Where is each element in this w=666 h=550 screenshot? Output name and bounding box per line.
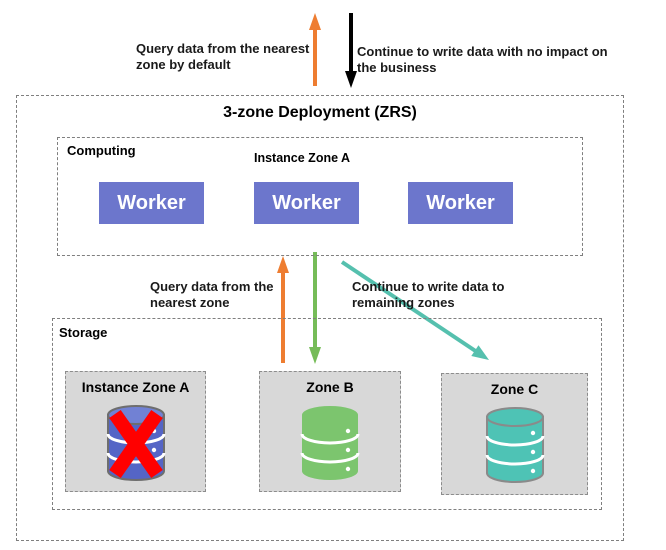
storage-box: Storage Instance Zone A: [52, 318, 602, 510]
storage-zone-c-card: Zone C: [441, 373, 588, 495]
annotation-query-nearest: Query data from the nearest zone: [150, 279, 274, 310]
storage-label: Storage: [59, 325, 108, 340]
storage-zone-a-card: Instance Zone A: [65, 371, 206, 492]
worker-node-3: Worker: [408, 182, 513, 224]
database-zone-b-icon: [300, 406, 360, 480]
storage-zone-a-label: Instance Zone A: [81, 379, 190, 395]
annotation-write-remaining: Continue to write data to remaining zone…: [352, 279, 505, 310]
computing-label: Computing: [67, 143, 136, 158]
annotation-query-default: Query data from the nearest zone by defa…: [136, 41, 310, 72]
deployment-title: 3-zone Deployment (ZRS): [223, 104, 417, 121]
failure-cross-icon: [108, 409, 163, 479]
database-zone-a-icon: [106, 405, 165, 481]
storage-zone-b-label: Zone B: [306, 379, 354, 395]
write-no-impact-arrow-icon: [345, 13, 357, 88]
query-default-arrow-icon: [309, 13, 321, 86]
database-zone-c-icon: [485, 407, 544, 483]
annotation-write-no-impact: Continue to write data with no impact on…: [357, 44, 608, 75]
deployment-box: 3-zone Deployment (ZRS): [16, 95, 624, 541]
computing-box: Computing Instance Zone A Worker Worker …: [57, 137, 583, 256]
storage-zone-b-card: Zone B: [259, 371, 401, 492]
storage-zone-c-label: Zone C: [490, 381, 539, 397]
worker-node-1: Worker: [99, 182, 204, 224]
computing-instance-zone-label: Instance Zone A: [254, 151, 351, 165]
worker-node-2: Worker: [254, 182, 359, 224]
